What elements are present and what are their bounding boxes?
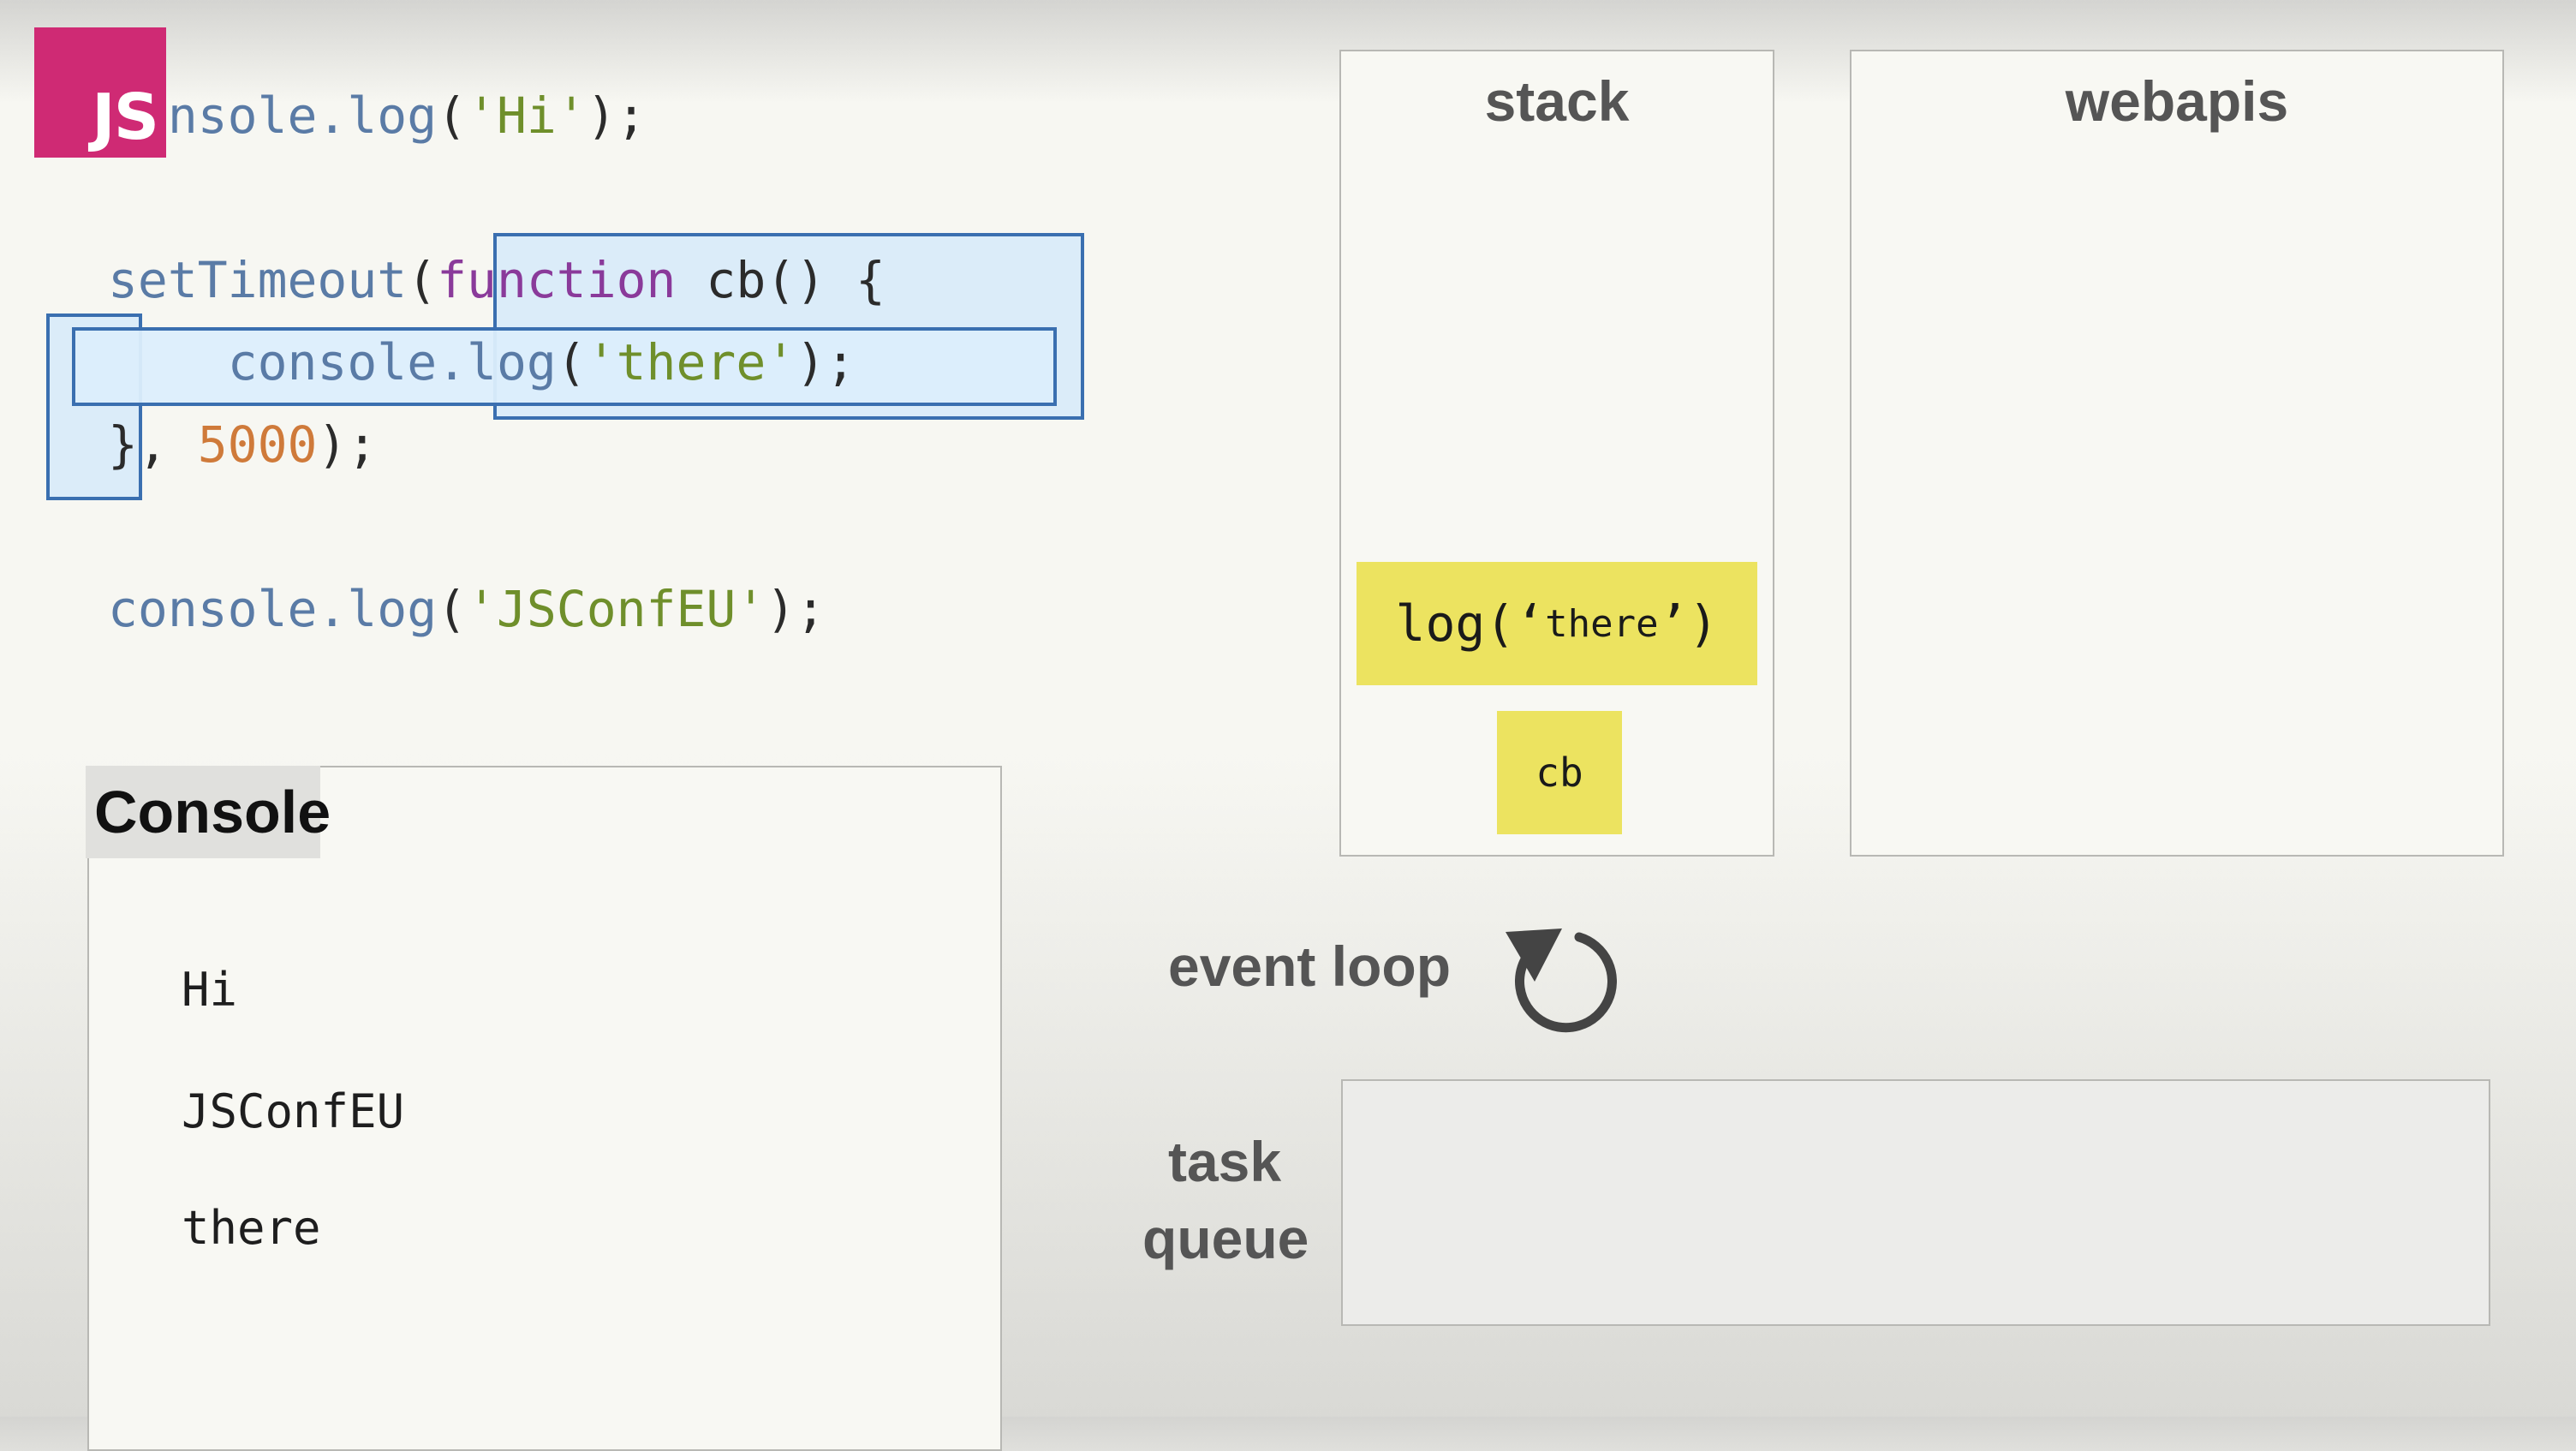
webapis-panel: webapis — [1850, 50, 2504, 857]
current-line-highlight — [72, 327, 1057, 406]
code-line-1: console.log('Hi'); — [108, 87, 647, 145]
code-line-5: console.log('JSConfEU'); — [108, 580, 826, 638]
task-queue-label-line1: task — [1168, 1130, 1282, 1193]
webapis-title: webapis — [2065, 69, 2289, 133]
stack-frame-log-there: log(‘there’) — [1357, 562, 1757, 685]
task-queue-label-line2: queue — [1142, 1207, 1309, 1270]
console-panel — [87, 766, 1002, 1451]
circular-arrow-icon — [1506, 929, 1617, 1033]
console-output-line: there — [182, 1201, 321, 1255]
event-loop-label: event loop — [1168, 934, 1452, 998]
code-line-4: }, 5000); — [108, 415, 378, 474]
code-line-2: setTimeout(function cb() { — [108, 251, 886, 309]
code-line-3: console.log('there'); — [227, 333, 856, 391]
js-logo: JS — [34, 27, 166, 158]
console-output-line: Hi — [182, 963, 238, 1017]
console-output-line: JSConfEU — [182, 1084, 405, 1138]
stack-frame-cb: cb — [1497, 711, 1622, 834]
task-queue-panel — [1341, 1079, 2490, 1326]
stack-title: stack — [1484, 69, 1630, 133]
js-logo-text: JS — [92, 81, 159, 154]
console-title: Console — [86, 766, 331, 858]
